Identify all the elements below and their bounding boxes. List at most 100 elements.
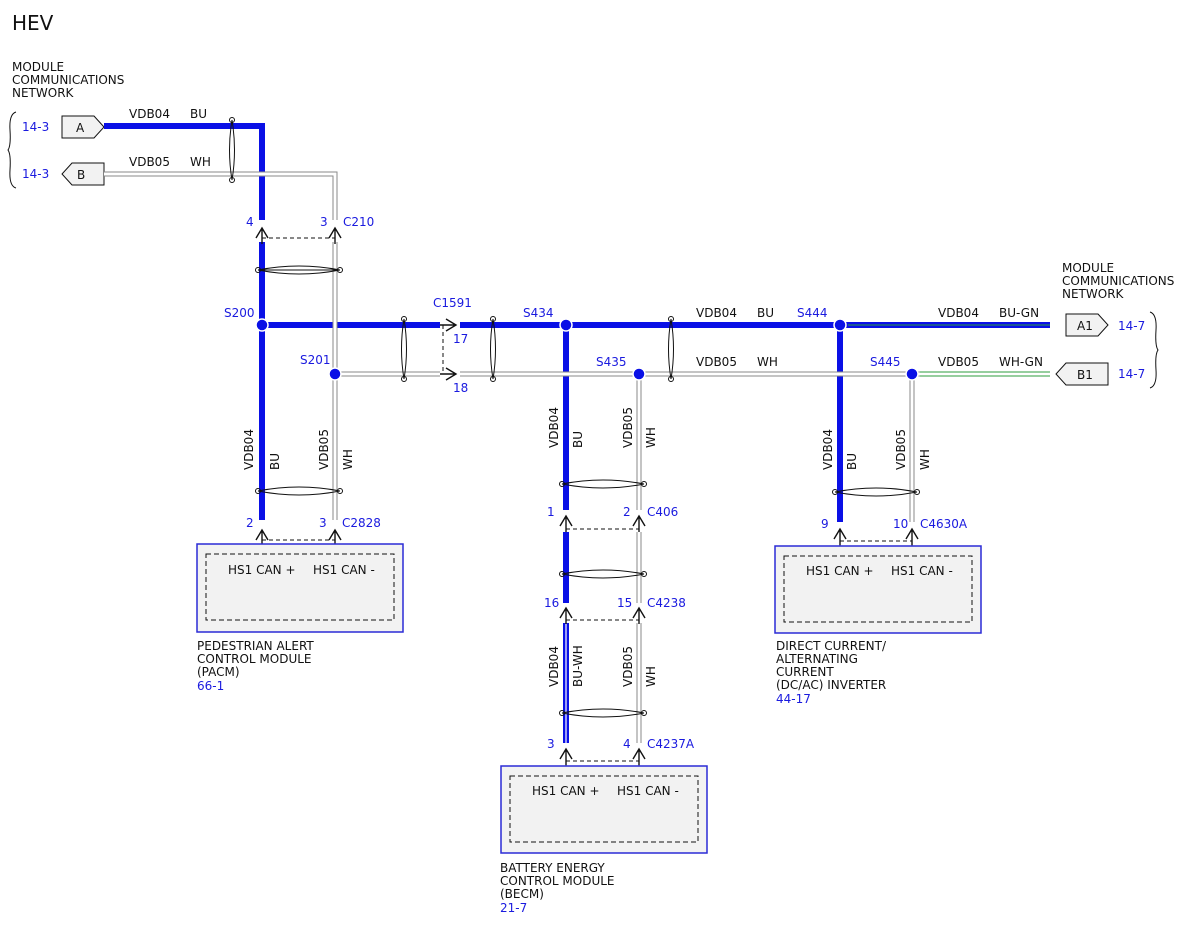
- splice-label-s445: S445: [870, 355, 901, 369]
- right-brace: [1149, 311, 1159, 389]
- tag-b1: [1055, 362, 1109, 386]
- splice-label-s201: S201: [300, 353, 331, 367]
- connector-c210[interactable]: C210: [343, 215, 374, 229]
- ref-left-b[interactable]: 14-3: [22, 167, 49, 181]
- wire-color-wh-gn: WH-GN: [999, 355, 1043, 369]
- module-pacm-caption: PEDESTRIAN ALERT CONTROL MODULE (PACM) 6…: [197, 639, 314, 693]
- vwire-vdb04-inverter: VDB04: [821, 429, 835, 470]
- tag-b1-label: B1: [1077, 368, 1093, 382]
- svg-text:MODULE: MODULE: [12, 60, 64, 74]
- vwire-vdb04-becm-lower: VDB04: [547, 646, 561, 687]
- twisted-pair-markers: [229, 117, 920, 718]
- module-inverter[interactable]: HS1 CAN + HS1 CAN -: [774, 545, 982, 634]
- vwire-vdb04-pacm: VDB04: [242, 429, 256, 470]
- ref-right-b1[interactable]: 14-7: [1118, 367, 1145, 381]
- vwire-bu-inverter: BU: [845, 453, 859, 470]
- svg-text:COMMUNICATIONS: COMMUNICATIONS: [1062, 274, 1174, 288]
- vwire-wh-inverter: WH: [918, 449, 932, 470]
- diagram-title: HEV: [12, 11, 54, 35]
- splice-label-s434: S434: [523, 306, 554, 320]
- connector-c4237a[interactable]: C4237A: [647, 737, 695, 751]
- wire-color-wh-top: WH: [190, 155, 211, 169]
- svg-text:BATTERY ENERGY: BATTERY ENERGY: [500, 861, 605, 875]
- splice-s200: [255, 318, 269, 332]
- network-label-right: MODULE COMMUNICATIONS NETWORK: [1062, 261, 1174, 301]
- svg-text:CONTROL MODULE: CONTROL MODULE: [197, 652, 312, 666]
- splice-s201: [328, 367, 342, 381]
- wire-label-vdb04-top: VDB04: [129, 107, 170, 121]
- pin-c406-1: 1: [547, 505, 555, 519]
- splice-label-s444: S444: [797, 306, 828, 320]
- pin-c406-2: 2: [623, 505, 631, 519]
- svg-text:NETWORK: NETWORK: [1062, 287, 1125, 301]
- inverter-can-minus: HS1 CAN -: [891, 564, 953, 578]
- splice-s444: [833, 318, 847, 332]
- pin-c2828-3: 3: [319, 516, 327, 530]
- tag-a-label: A: [76, 121, 85, 135]
- tag-b-label: B: [77, 168, 85, 182]
- wire-color-bu-top: BU: [190, 107, 207, 121]
- pacm-can-minus: HS1 CAN -: [313, 563, 375, 577]
- wire-color-bu-mid: BU: [757, 306, 774, 320]
- becm-can-plus: HS1 CAN +: [532, 784, 600, 798]
- pin-c210-4: 4: [246, 215, 254, 229]
- tag-b: [61, 162, 105, 186]
- vwire-wh-pacm: WH: [341, 449, 355, 470]
- vwire-vdb05-becm-lower: VDB05: [621, 646, 635, 687]
- module-pacm[interactable]: HS1 CAN + HS1 CAN -: [196, 543, 404, 633]
- connector-c4630a[interactable]: C4630A: [920, 517, 968, 531]
- vwire-vdb05-becm-upper: VDB05: [621, 407, 635, 448]
- network-label-left: MODULE COMMUNICATIONS NETWORK: [12, 60, 124, 100]
- module-becm[interactable]: HS1 CAN + HS1 CAN -: [500, 765, 708, 854]
- pin-c2828-2: 2: [246, 516, 254, 530]
- module-inverter-caption: DIRECT CURRENT/ ALTERNATING CURRENT (DC/…: [776, 639, 887, 706]
- wire-color-bu-gn: BU-GN: [999, 306, 1039, 320]
- svg-text:CONTROL MODULE: CONTROL MODULE: [500, 874, 615, 888]
- connector-c2828[interactable]: C2828: [342, 516, 381, 530]
- ref-left-a[interactable]: 14-3: [22, 120, 49, 134]
- module-becm-caption: BATTERY ENERGY CONTROL MODULE (BECM) 21-…: [500, 861, 615, 915]
- pin-c1591-17: 17: [453, 332, 468, 346]
- vwire-bu-becm-upper: BU: [571, 431, 585, 448]
- vwire-wh-becm-upper: WH: [644, 427, 658, 448]
- left-brace: [7, 111, 17, 189]
- splice-s445: [905, 367, 919, 381]
- wire-label-vdb04-mid: VDB04: [696, 306, 737, 320]
- pin-c4630a-9: 9: [821, 517, 829, 531]
- pacm-ref[interactable]: 66-1: [197, 679, 224, 693]
- vwire-wh-becm-lower: WH: [644, 666, 658, 687]
- svg-text:CURRENT: CURRENT: [776, 665, 834, 679]
- svg-text:NETWORK: NETWORK: [12, 86, 75, 100]
- pin-c4238-15: 15: [617, 596, 632, 610]
- connector-c1591[interactable]: C1591: [433, 296, 472, 310]
- vwire-vdb05-pacm: VDB05: [317, 429, 331, 470]
- pin-c210-3: 3: [320, 215, 328, 229]
- svg-text:MODULE: MODULE: [1062, 261, 1114, 275]
- splice-s435: [632, 367, 646, 381]
- splice-s434: [559, 318, 573, 332]
- tag-a1-label: A1: [1077, 319, 1093, 333]
- pacm-can-plus: HS1 CAN +: [228, 563, 296, 577]
- vwire-vdb04-becm-upper: VDB04: [547, 407, 561, 448]
- ref-right-a1[interactable]: 14-7: [1118, 319, 1145, 333]
- svg-text:(BECM): (BECM): [500, 887, 544, 901]
- tag-a1: [1065, 313, 1109, 337]
- pin-c4630a-10: 10: [893, 517, 908, 531]
- inverter-ref[interactable]: 44-17: [776, 692, 811, 706]
- pin-c4238-16: 16: [544, 596, 559, 610]
- splice-label-s200: S200: [224, 306, 255, 320]
- svg-text:COMMUNICATIONS: COMMUNICATIONS: [12, 73, 124, 87]
- connector-c4238[interactable]: C4238: [647, 596, 686, 610]
- svg-text:(PACM): (PACM): [197, 665, 240, 679]
- vwire-bu-pacm: BU: [268, 453, 282, 470]
- wire-color-wh-mid: WH: [757, 355, 778, 369]
- pin-c1591-18: 18: [453, 381, 468, 395]
- connector-c406[interactable]: C406: [647, 505, 678, 519]
- tag-a: [61, 115, 105, 139]
- svg-text:(DC/AC) INVERTER: (DC/AC) INVERTER: [776, 678, 886, 692]
- pin-c4237a-3: 3: [547, 737, 555, 751]
- wire-label-vdb05-mid: VDB05: [696, 355, 737, 369]
- becm-ref[interactable]: 21-7: [500, 901, 527, 915]
- can-high-wires: [104, 123, 1050, 743]
